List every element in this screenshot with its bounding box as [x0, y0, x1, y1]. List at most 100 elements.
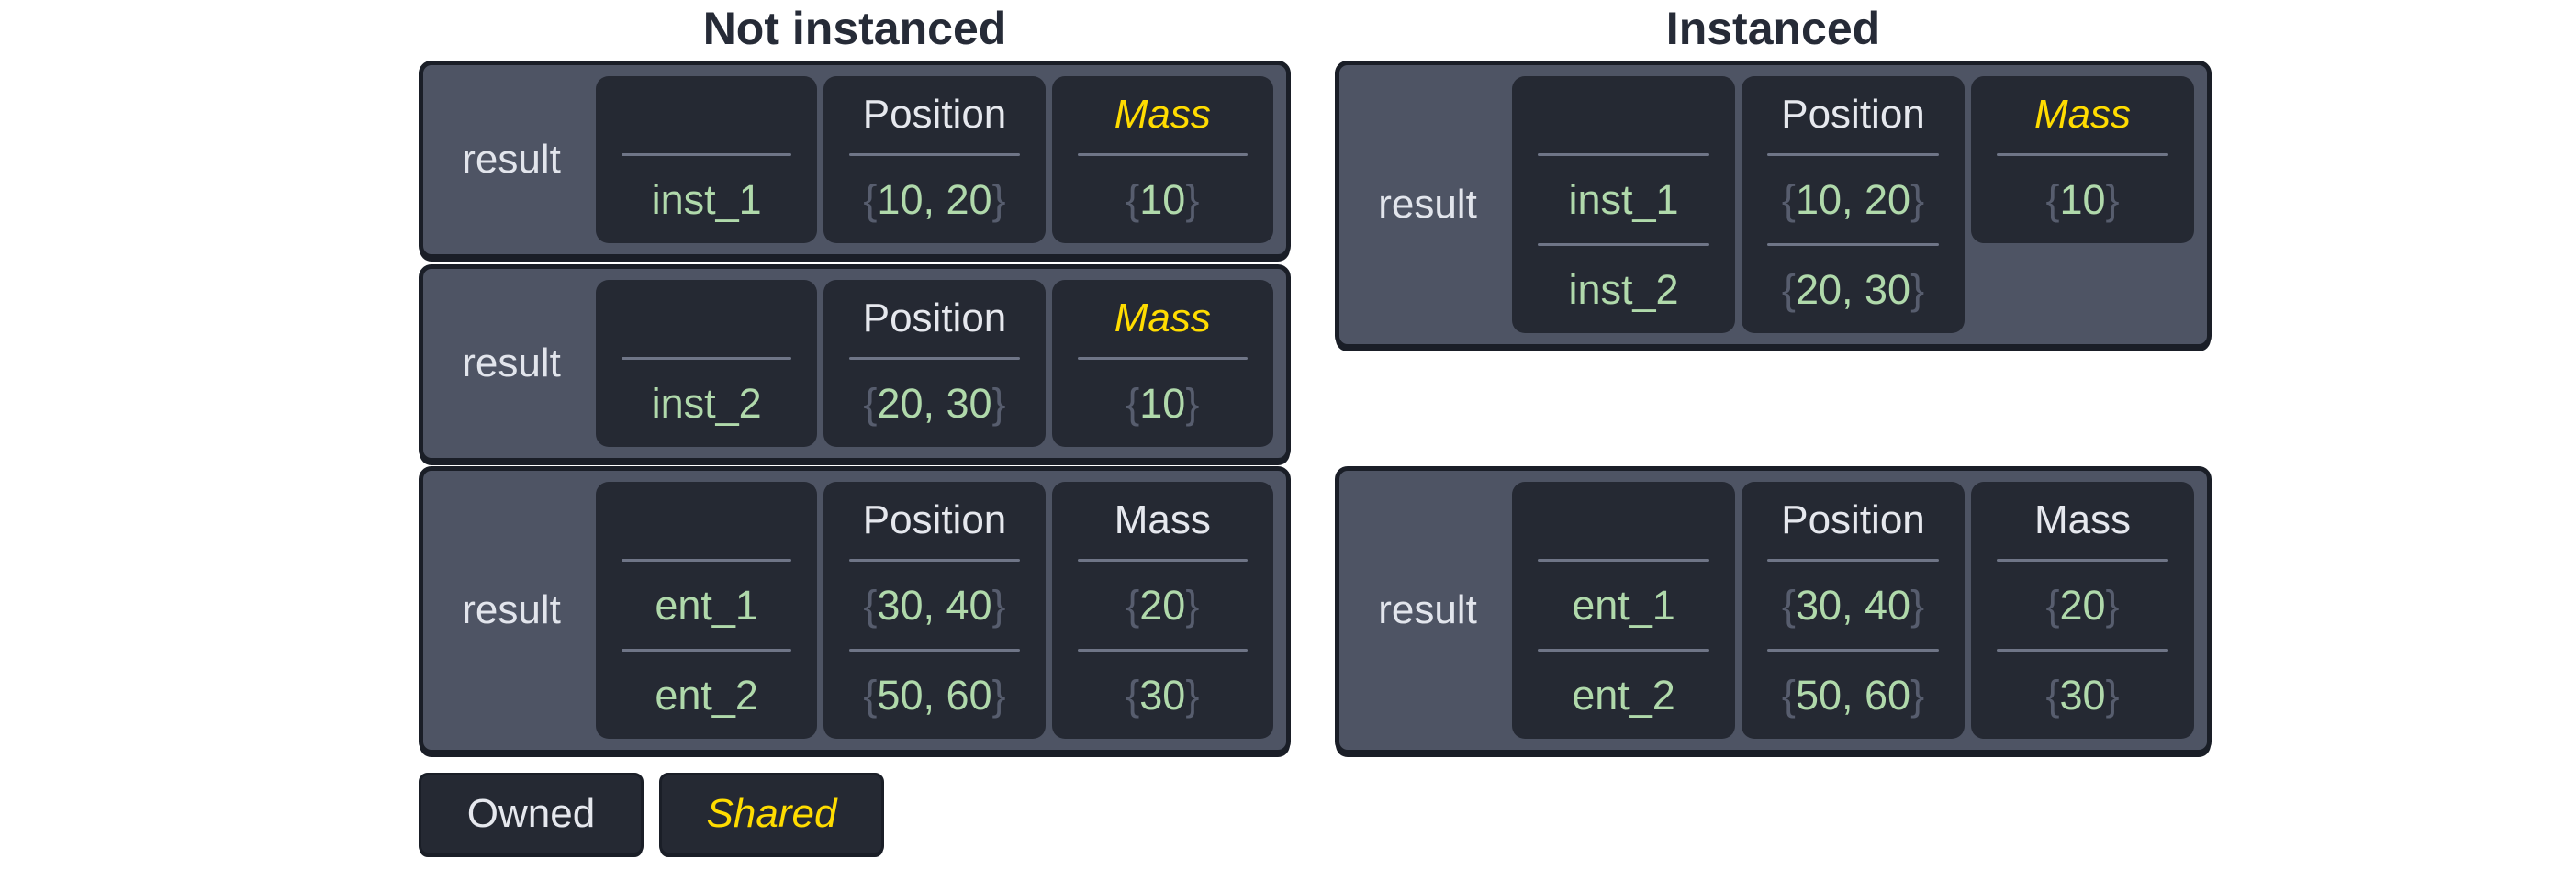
divider: [1077, 559, 1248, 562]
table-cells: ent_1 ent_2 Position {30, 40} {50, 60} M…: [1512, 482, 2194, 739]
component-column-position: Position {10, 20}: [823, 76, 1046, 243]
brace-close: }: [1185, 581, 1200, 629]
value-text: 50, 60: [877, 671, 992, 719]
component-value: {30, 40}: [1742, 562, 1965, 649]
component-value: {20, 30}: [1742, 246, 1965, 333]
legend-owned: Owned: [419, 773, 644, 855]
divider: [1767, 153, 1939, 156]
entity-column-header: [596, 280, 817, 357]
component-value: {10, 20}: [823, 156, 1045, 243]
entity-column: inst_1 inst_2: [1512, 76, 1735, 333]
divider: [1538, 559, 1709, 562]
entity-name: ent_1: [655, 581, 758, 629]
brace-close: }: [991, 671, 1006, 719]
brace-close: }: [1185, 671, 1200, 719]
brace-close: }: [991, 581, 1006, 629]
divider: [1077, 649, 1248, 652]
section-title-not-instanced: Not instanced: [702, 3, 1007, 54]
brace-open: {: [1781, 265, 1796, 313]
brace-close: }: [991, 175, 1006, 223]
value-text: 30, 40: [1795, 581, 1911, 629]
brace-close: }: [1185, 379, 1200, 427]
divider: [1997, 153, 2168, 156]
value-text: 10: [1139, 379, 1186, 427]
component-value: {30, 40}: [823, 562, 1045, 649]
result-label: result: [1378, 182, 1477, 227]
brace-close: }: [1910, 265, 1925, 313]
divider: [1767, 559, 1939, 562]
entity-column-header: [1512, 482, 1735, 559]
result-table-not-instanced-entities: result ent_1 ent_2 Position {30, 40} {50…: [419, 466, 1291, 754]
table-cells: inst_1 inst_2 Position {10, 20} {20, 30}…: [1512, 76, 2194, 333]
result-table-instanced-entities: result ent_1 ent_2 Position {30, 40} {50…: [1335, 466, 2212, 754]
entity-name: ent_2: [655, 671, 758, 719]
value-text: 10: [1139, 175, 1186, 223]
divider: [1767, 243, 1939, 246]
component-value: {10}: [1971, 156, 2194, 243]
legend-shared: Shared: [659, 773, 884, 855]
value-text: 30: [1139, 671, 1186, 719]
entity-column-header: [596, 482, 817, 559]
brace-open: {: [1126, 379, 1140, 427]
brace-open: {: [2045, 581, 2060, 629]
table-cells: inst_1 Position {10, 20} Mass {10}: [596, 76, 1273, 243]
component-column-mass: Mass {10}: [1051, 280, 1273, 447]
component-header-mass: Mass: [1114, 296, 1211, 340]
brace-open: {: [2045, 671, 2060, 719]
component-value: {20}: [1052, 562, 1273, 649]
brace-close: }: [1910, 671, 1925, 719]
component-header-mass: Mass: [1114, 497, 1211, 542]
value-text: 50, 60: [1795, 671, 1911, 719]
component-header-mass: Mass: [2033, 497, 2132, 542]
value-text: 20, 30: [877, 379, 992, 427]
divider: [1538, 649, 1709, 652]
component-column-mass-shared-single: Mass {10}: [1971, 76, 2194, 243]
result-table-not-instanced-inst1: result inst_1 Position {10, 20} Mass {10…: [419, 61, 1291, 259]
brace-close: }: [1910, 175, 1925, 223]
component-value: {50, 60}: [1742, 652, 1965, 739]
entity-column: ent_1 ent_2: [1512, 482, 1735, 739]
result-label: result: [1378, 587, 1477, 632]
value-text: 30: [2059, 671, 2106, 719]
component-value: {50, 60}: [823, 652, 1045, 739]
component-value: {10}: [1052, 360, 1273, 447]
component-value: {10, 20}: [1742, 156, 1965, 243]
brace-open: {: [1781, 581, 1796, 629]
value-text: 10, 20: [877, 175, 992, 223]
brace-open: {: [863, 581, 878, 629]
entity-column: inst_2: [596, 280, 818, 447]
brace-close: }: [2105, 175, 2120, 223]
divider: [622, 357, 792, 360]
entity-column: inst_1: [596, 76, 818, 243]
value-text: 20: [1139, 581, 1186, 629]
component-header-position: Position: [862, 296, 1007, 340]
entity-column-header: [1512, 76, 1735, 153]
value-text: 10: [2059, 175, 2106, 223]
component-header-position: Position: [862, 92, 1007, 137]
brace-close: }: [2105, 581, 2120, 629]
divider: [1767, 649, 1939, 652]
entity-name: inst_1: [651, 175, 762, 223]
component-column-mass: Mass {10}: [1051, 76, 1273, 243]
component-value: {30}: [1052, 652, 1273, 739]
brace-close: }: [2105, 671, 2120, 719]
component-column-position: Position {30, 40} {50, 60}: [823, 482, 1046, 739]
divider: [1077, 153, 1248, 156]
divider: [1538, 153, 1709, 156]
component-column-position: Position {20, 30}: [823, 280, 1046, 447]
entity-name: ent_1: [1572, 581, 1675, 629]
brace-close: }: [1910, 581, 1925, 629]
result-label: result: [462, 137, 561, 182]
component-value: {20, 30}: [823, 360, 1045, 447]
component-header-mass: Mass: [1114, 92, 1211, 137]
value-text: 10, 20: [1795, 175, 1911, 223]
brace-open: {: [863, 671, 878, 719]
entity-name: inst_1: [1568, 175, 1679, 223]
entity-name: inst_2: [1568, 265, 1679, 313]
component-column-mass: Mass {20} {30}: [1971, 482, 2194, 739]
component-column-position: Position {10, 20} {20, 30}: [1742, 76, 1965, 333]
component-header-position: Position: [1781, 497, 1925, 542]
entity-column: ent_1 ent_2: [596, 482, 818, 739]
divider: [1997, 559, 2168, 562]
brace-close: }: [1185, 175, 1200, 223]
